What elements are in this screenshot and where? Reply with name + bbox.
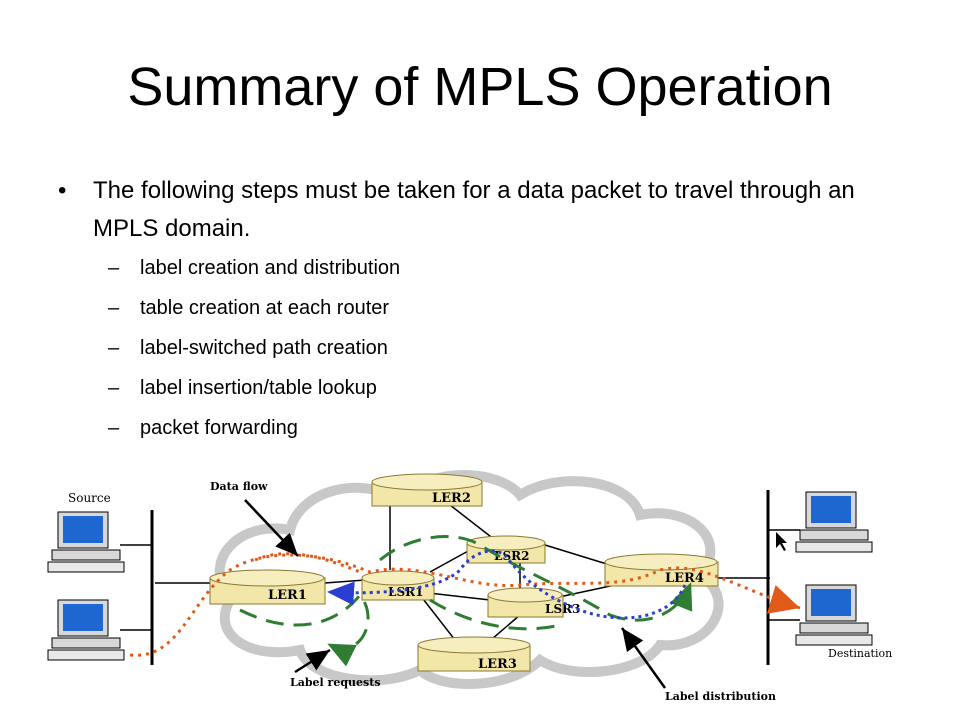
- step-item: –label creation and distribution: [108, 256, 400, 296]
- mpls-network-diagram: LER2 LSR2 LER1 LSR1 LSR3 LER4 LER3: [47, 470, 892, 703]
- computer-icon: [47, 599, 125, 661]
- computer-icon: [795, 584, 873, 646]
- bullet-text: The following steps must be taken for a …: [93, 177, 855, 242]
- step-dash: –: [108, 337, 120, 359]
- router-ler1: LER1: [209, 569, 326, 605]
- destination-lan: [766, 490, 800, 665]
- step-dash: –: [108, 417, 120, 439]
- step-text: label insertion/table lookup: [140, 377, 377, 399]
- data-flow-annotation-arrow: [244, 499, 299, 557]
- step-text: label creation and distribution: [140, 257, 401, 279]
- step-item: –packet forwarding: [108, 416, 400, 456]
- step-dash: –: [108, 377, 120, 399]
- router-label: LER1: [268, 588, 307, 603]
- router-label: LSR2: [494, 549, 529, 563]
- router-label: LSR1: [388, 585, 423, 599]
- step-item: –table creation at each router: [108, 296, 400, 336]
- router-label: LER3: [478, 657, 517, 672]
- label-requests-label: Label requests: [290, 676, 381, 689]
- source-lan: [120, 510, 154, 665]
- step-text: packet forwarding: [140, 417, 298, 439]
- router-lsr2: LSR2: [466, 535, 546, 564]
- step-text: table creation at each router: [140, 297, 390, 319]
- step-dash: –: [108, 297, 120, 319]
- label-distribution-path: [327, 549, 687, 620]
- router-ler2: LER2: [371, 473, 483, 507]
- step-item: –label insertion/table lookup: [108, 376, 400, 416]
- computer-icon: [47, 511, 125, 573]
- router-lsr1: LSR1: [361, 570, 435, 601]
- steps-list: –label creation and distribution –table …: [108, 256, 400, 456]
- data-flow-path: [254, 552, 361, 574]
- label-distribution-annotation-arrow: [620, 627, 667, 689]
- router-ler3: LER3: [417, 636, 531, 672]
- mouse-cursor-icon: [776, 532, 787, 551]
- router-label: LER2: [432, 491, 471, 506]
- router-label: LSR3: [545, 602, 580, 616]
- label-requests-annotation-arrow: [294, 648, 331, 674]
- router-label: LER4: [665, 571, 704, 586]
- router-lsr3: LSR3: [487, 587, 580, 618]
- label-request-path: [379, 535, 693, 622]
- computer-icon: [795, 491, 873, 553]
- step-item: –label-switched path creation: [108, 336, 400, 376]
- router-ler4: LER4: [604, 553, 719, 587]
- step-text: label-switched path creation: [140, 337, 388, 359]
- bullet-marker: •: [58, 177, 67, 204]
- destination-label: Destination: [828, 647, 892, 660]
- label-request-path: [429, 598, 561, 631]
- label-distribution-label: Label distribution: [665, 690, 776, 703]
- slide-title: Summary of MPLS Operation: [127, 57, 833, 117]
- source-label: Source: [68, 491, 111, 505]
- step-dash: –: [108, 257, 120, 279]
- data-flow-label: Data flow: [210, 480, 268, 493]
